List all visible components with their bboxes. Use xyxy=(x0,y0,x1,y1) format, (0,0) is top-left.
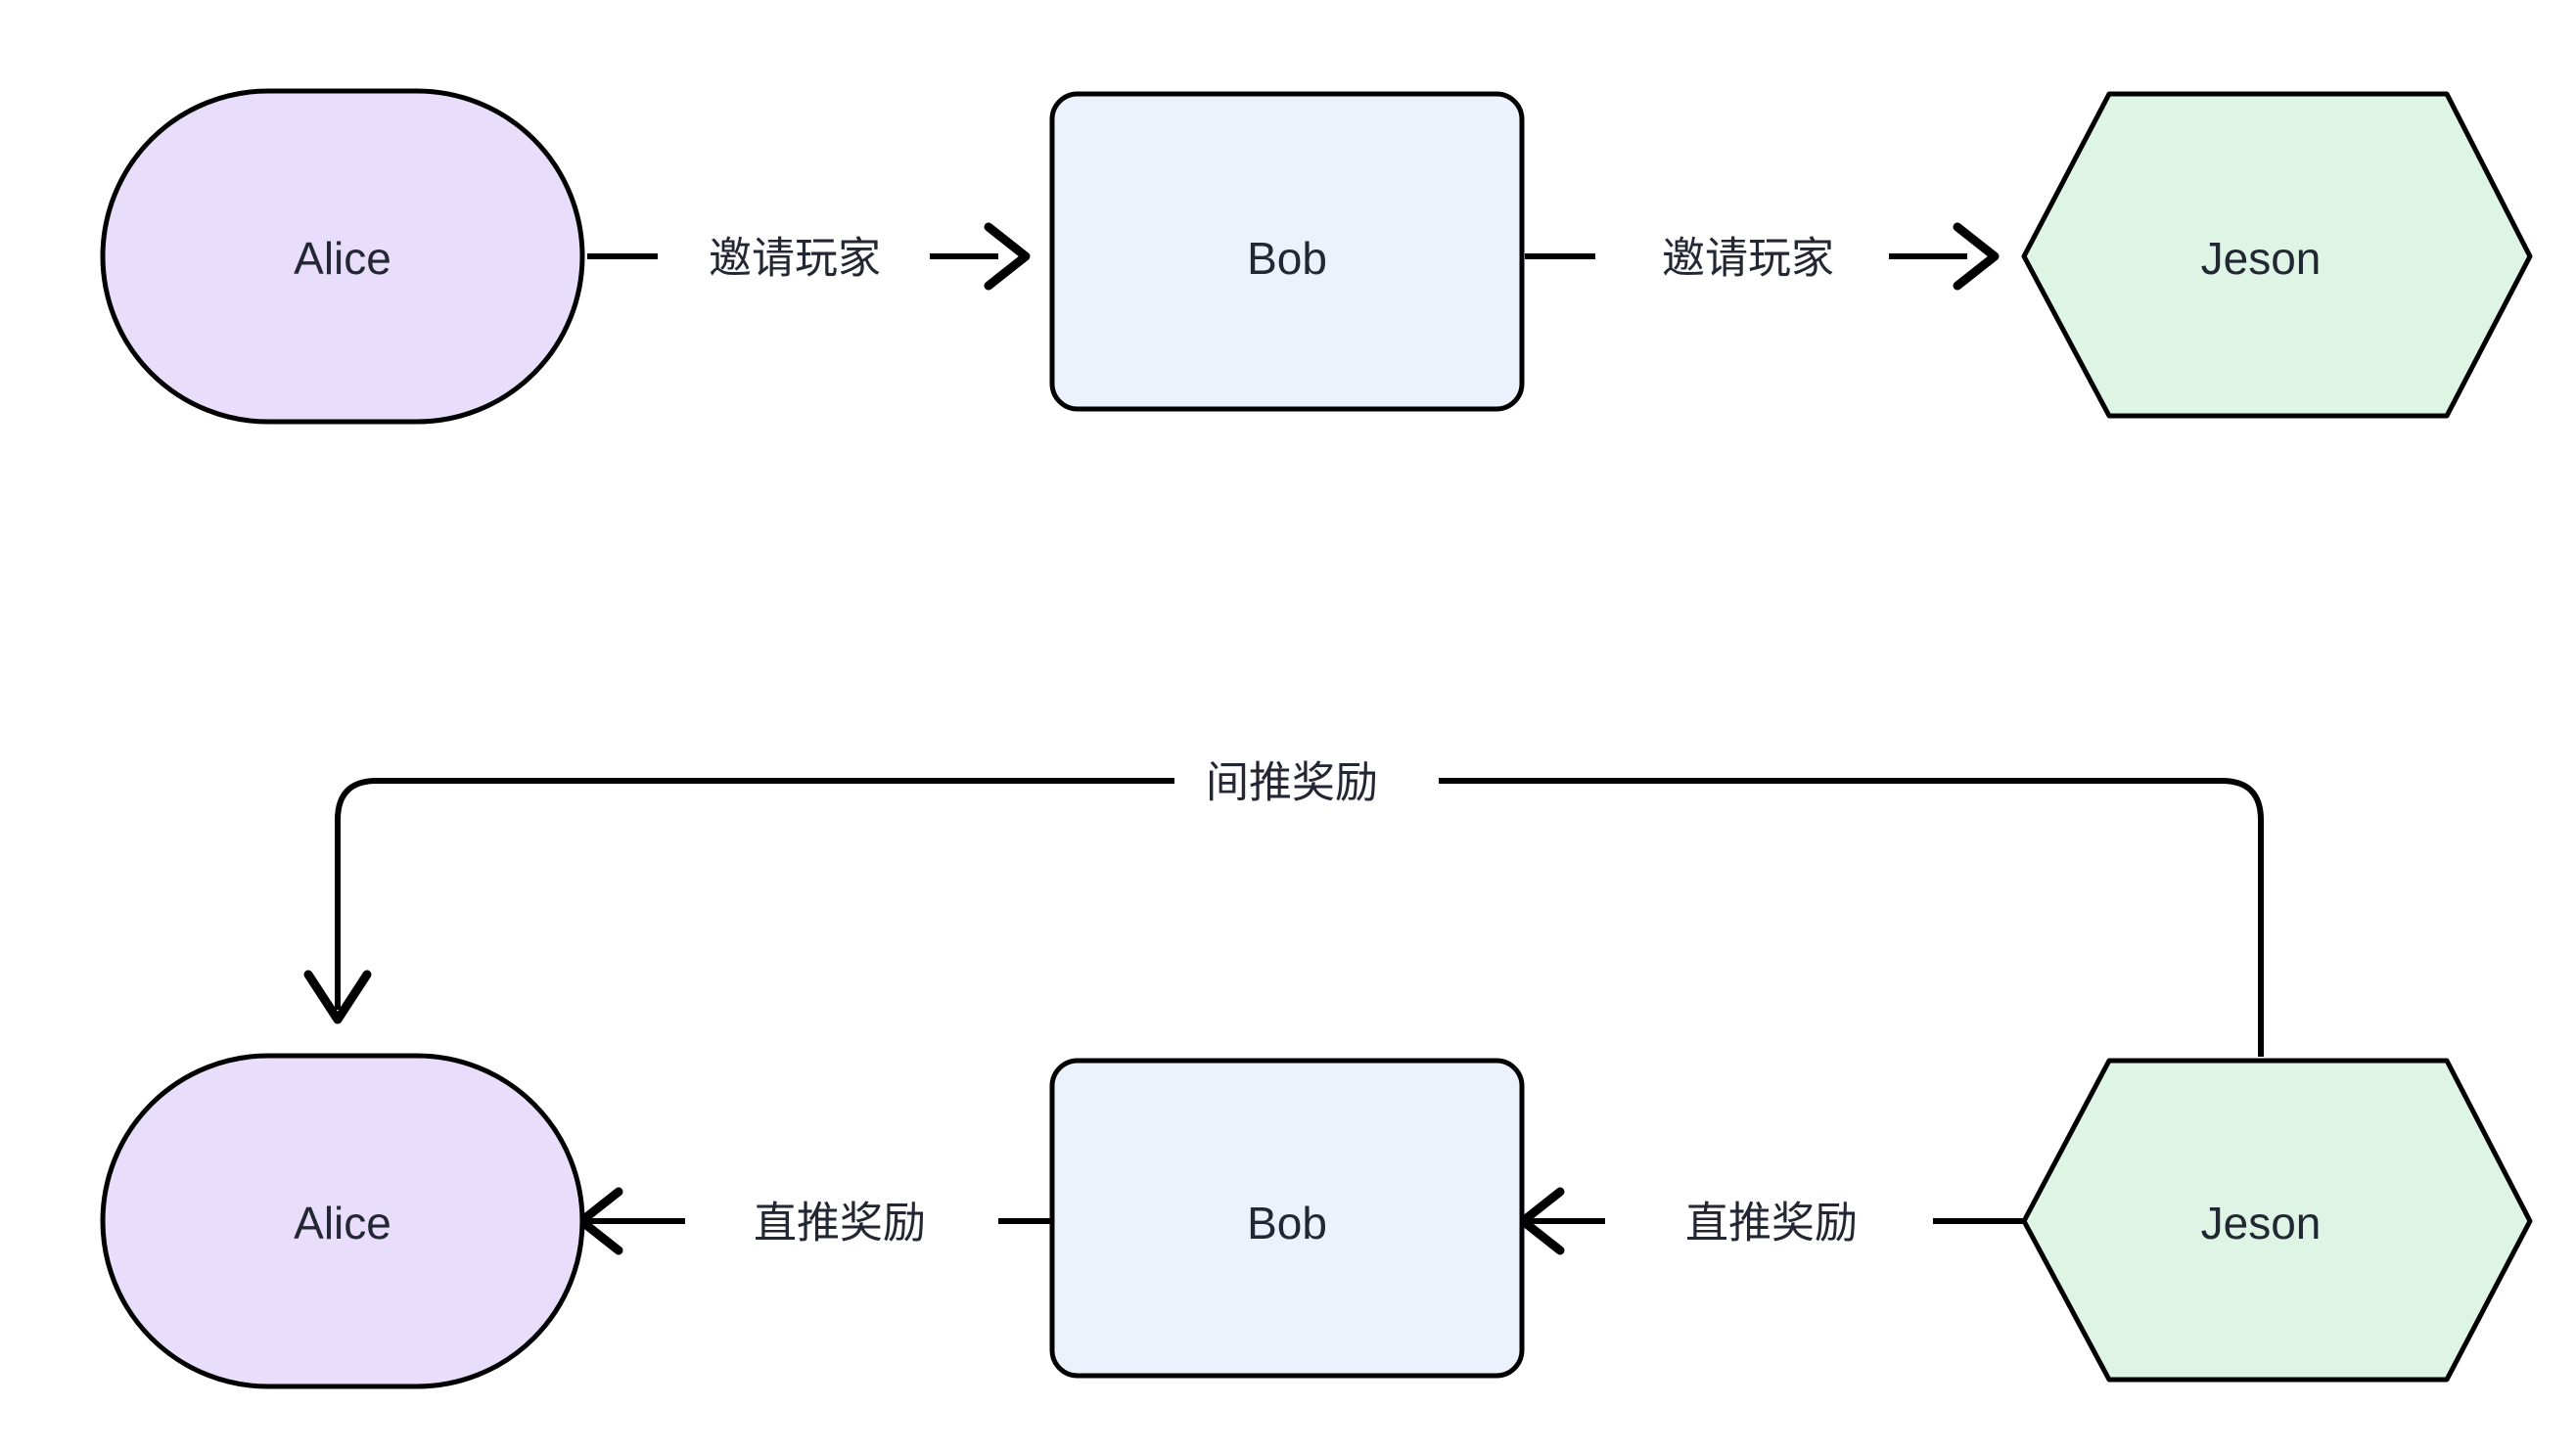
node-alice-bottom[interactable]: Alice xyxy=(100,1053,585,1389)
edge-direct-jeson-bob: 直推奖励 xyxy=(1518,1187,2026,1255)
edge-label-indirect-reward: 间推奖励 xyxy=(1206,759,1378,807)
arrowhead-down-icon xyxy=(303,970,372,1024)
edge-invite-alice-bob: 邀请玩家 xyxy=(587,222,1031,291)
node-jeson-bottom-shape xyxy=(2021,1058,2533,1383)
edge-direct-bob-alice: 直推奖励 xyxy=(576,1187,1052,1255)
node-bob-top[interactable]: Bob xyxy=(1049,91,1525,412)
edge-label-direct-jeson-bob: 直推奖励 xyxy=(1685,1200,1858,1248)
node-alice-bottom-shape xyxy=(100,1053,585,1389)
node-bob-bottom-shape xyxy=(1049,1058,1525,1379)
node-bob-top-shape xyxy=(1049,91,1525,412)
edge-curve-right-segment xyxy=(1439,778,2264,1057)
edge-indirect-jeson-alice: 间推奖励 xyxy=(303,759,2264,1057)
node-alice-top-label: Alice xyxy=(294,233,391,284)
node-alice-top-shape xyxy=(100,88,585,425)
edge-label-invite-alice-bob: 邀请玩家 xyxy=(709,235,881,283)
node-alice-top[interactable]: Alice xyxy=(100,88,585,425)
arrowhead-right-icon xyxy=(1953,222,2000,291)
edge-curve-left-segment xyxy=(335,778,1174,1010)
node-bob-bottom-label: Bob xyxy=(1247,1198,1327,1248)
node-bob-top-label: Bob xyxy=(1247,233,1327,284)
node-jeson-top[interactable]: Jeson xyxy=(2021,91,2533,419)
node-jeson-bottom[interactable]: Jeson xyxy=(2021,1058,2533,1383)
edge-label-invite-bob-jeson: 邀请玩家 xyxy=(1662,235,1834,283)
node-jeson-top-label: Jeson xyxy=(2201,233,2322,284)
edge-label-direct-bob-alice: 直推奖励 xyxy=(754,1200,926,1248)
edge-invite-bob-jeson: 邀请玩家 xyxy=(1525,222,2000,291)
node-alice-bottom-label: Alice xyxy=(294,1198,391,1248)
node-jeson-top-shape xyxy=(2021,91,2533,419)
node-jeson-bottom-label: Jeson xyxy=(2201,1198,2322,1248)
arrowhead-right-icon xyxy=(984,222,1031,291)
node-bob-bottom[interactable]: Bob xyxy=(1049,1058,1525,1379)
